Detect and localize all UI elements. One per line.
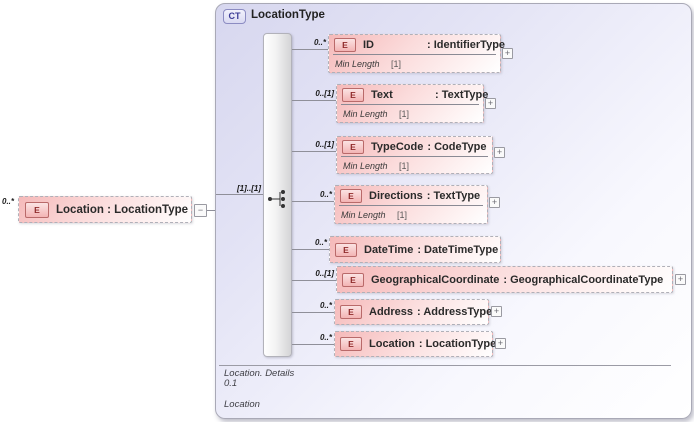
- element-icon: E: [340, 188, 362, 203]
- connector-line: [216, 194, 263, 195]
- child-cardinality-label: 0..*: [313, 38, 326, 47]
- element-type: : DateTimeType: [417, 243, 499, 256]
- sequence-group-bar[interactable]: [263, 33, 292, 357]
- footer-source: Location: [224, 399, 260, 410]
- child-cardinality-label: 0..*: [319, 333, 332, 342]
- element-type: : AddressType: [417, 306, 493, 318]
- element-icon: E: [334, 37, 356, 52]
- facet-value: [1]: [399, 160, 410, 171]
- child-cardinality-label: 0..*: [314, 238, 327, 247]
- connector-line: [292, 312, 334, 313]
- connector-line: [292, 249, 329, 250]
- child-cardinality-label: 0..[1]: [315, 140, 334, 149]
- connector-line: [292, 344, 334, 345]
- divider: [341, 104, 479, 105]
- element-icon: E: [342, 139, 364, 154]
- element-icon: E: [340, 337, 362, 351]
- divider: [339, 205, 483, 206]
- expand-button[interactable]: +: [491, 306, 502, 317]
- connector-line: [207, 210, 215, 211]
- element-type: : LocationType: [418, 338, 497, 350]
- element-name: DateTime: [364, 243, 414, 256]
- sequence-cardinality-label: [1]..[1]: [237, 184, 261, 193]
- facet-value: [1]: [399, 108, 410, 119]
- expand-button[interactable]: +: [495, 338, 506, 349]
- complex-type-title: LocationType: [251, 9, 325, 21]
- child-element-box[interactable]: E Text : TextType Min Length [1]: [336, 84, 488, 123]
- connector-line: [292, 151, 336, 152]
- root-cardinality-label: 0..*: [2, 197, 15, 206]
- element-icon: E: [340, 305, 362, 319]
- element-type: : TextType: [426, 189, 481, 202]
- divider: [341, 156, 488, 157]
- child-element-box[interactable]: E TypeCode : CodeType Min Length [1]: [336, 136, 493, 174]
- element-type: : IdentifierType: [427, 38, 506, 51]
- facet-name: Min Length: [343, 160, 388, 171]
- child-cardinality-label: 0..[1]: [315, 89, 334, 98]
- child-element-box[interactable]: E Address : AddressType: [334, 299, 493, 325]
- footer-version: 0.1: [224, 378, 238, 389]
- connector-line: [292, 49, 328, 50]
- element-name: Text: [371, 88, 393, 101]
- expand-button[interactable]: +: [494, 147, 505, 158]
- expand-button[interactable]: +: [502, 48, 513, 59]
- connector-line: [292, 280, 336, 281]
- root-element-box[interactable]: E Location : LocationType: [18, 196, 192, 223]
- child-element-box[interactable]: E Location : LocationType: [334, 331, 497, 357]
- footer-divider: [219, 365, 671, 366]
- collapse-button[interactable]: −: [194, 204, 207, 217]
- element-icon: E: [335, 242, 357, 257]
- facet-name: Min Length: [343, 108, 388, 119]
- expand-button[interactable]: +: [675, 274, 686, 285]
- sequence-icon: [268, 190, 285, 208]
- facet-value: [1]: [397, 209, 408, 220]
- element-name: Location: [369, 338, 415, 350]
- expand-button[interactable]: +: [489, 197, 500, 208]
- child-element-box[interactable]: E Directions : TextType Min Length [1]: [334, 185, 488, 224]
- facet-value: [1]: [391, 58, 402, 69]
- element-name: Directions: [369, 189, 423, 202]
- complex-type-container: CT LocationType [1]..[1] 0..* E ID : Ide…: [215, 3, 692, 419]
- connector-line: [292, 100, 336, 101]
- expand-button[interactable]: +: [485, 98, 496, 109]
- facet-name: Min Length: [335, 58, 380, 69]
- element-name: Address: [369, 306, 414, 318]
- child-cardinality-label: 0..*: [319, 301, 332, 310]
- element-name: ID: [363, 38, 374, 51]
- complex-type-icon: CT: [223, 9, 246, 24]
- child-cardinality-label: 0..*: [319, 190, 332, 199]
- element-icon: E: [342, 87, 364, 102]
- divider: [333, 54, 496, 55]
- root-element-label: Location : LocationType: [56, 203, 189, 216]
- child-cardinality-label: 0..[1]: [315, 269, 334, 278]
- facet-name: Min Length: [341, 209, 386, 220]
- element-name: GeographicalCoordinate: [371, 273, 500, 286]
- element-name: TypeCode: [371, 140, 424, 153]
- footer-annotation: Location. Details: [224, 368, 295, 379]
- element-type: : GeographicalCoordinateType: [503, 273, 664, 286]
- element-icon: E: [342, 272, 364, 287]
- element-type: : TextType: [435, 88, 489, 101]
- child-element-box[interactable]: E ID : IdentifierType Min Length [1]: [328, 34, 505, 73]
- child-element-box[interactable]: E GeographicalCoordinate : GeographicalC…: [336, 266, 673, 293]
- element-type: : CodeType: [427, 140, 487, 153]
- child-element-box[interactable]: E DateTime : DateTimeType: [329, 236, 501, 263]
- connector-line: [292, 201, 334, 202]
- element-icon: E: [25, 201, 49, 218]
